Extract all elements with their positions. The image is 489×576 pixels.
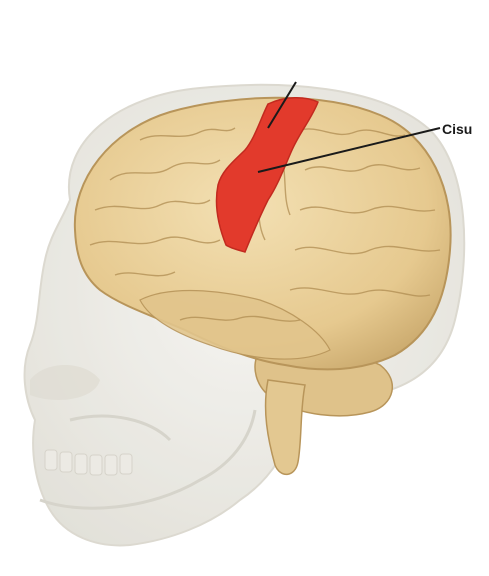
pointer-label: Cisu	[442, 121, 472, 137]
